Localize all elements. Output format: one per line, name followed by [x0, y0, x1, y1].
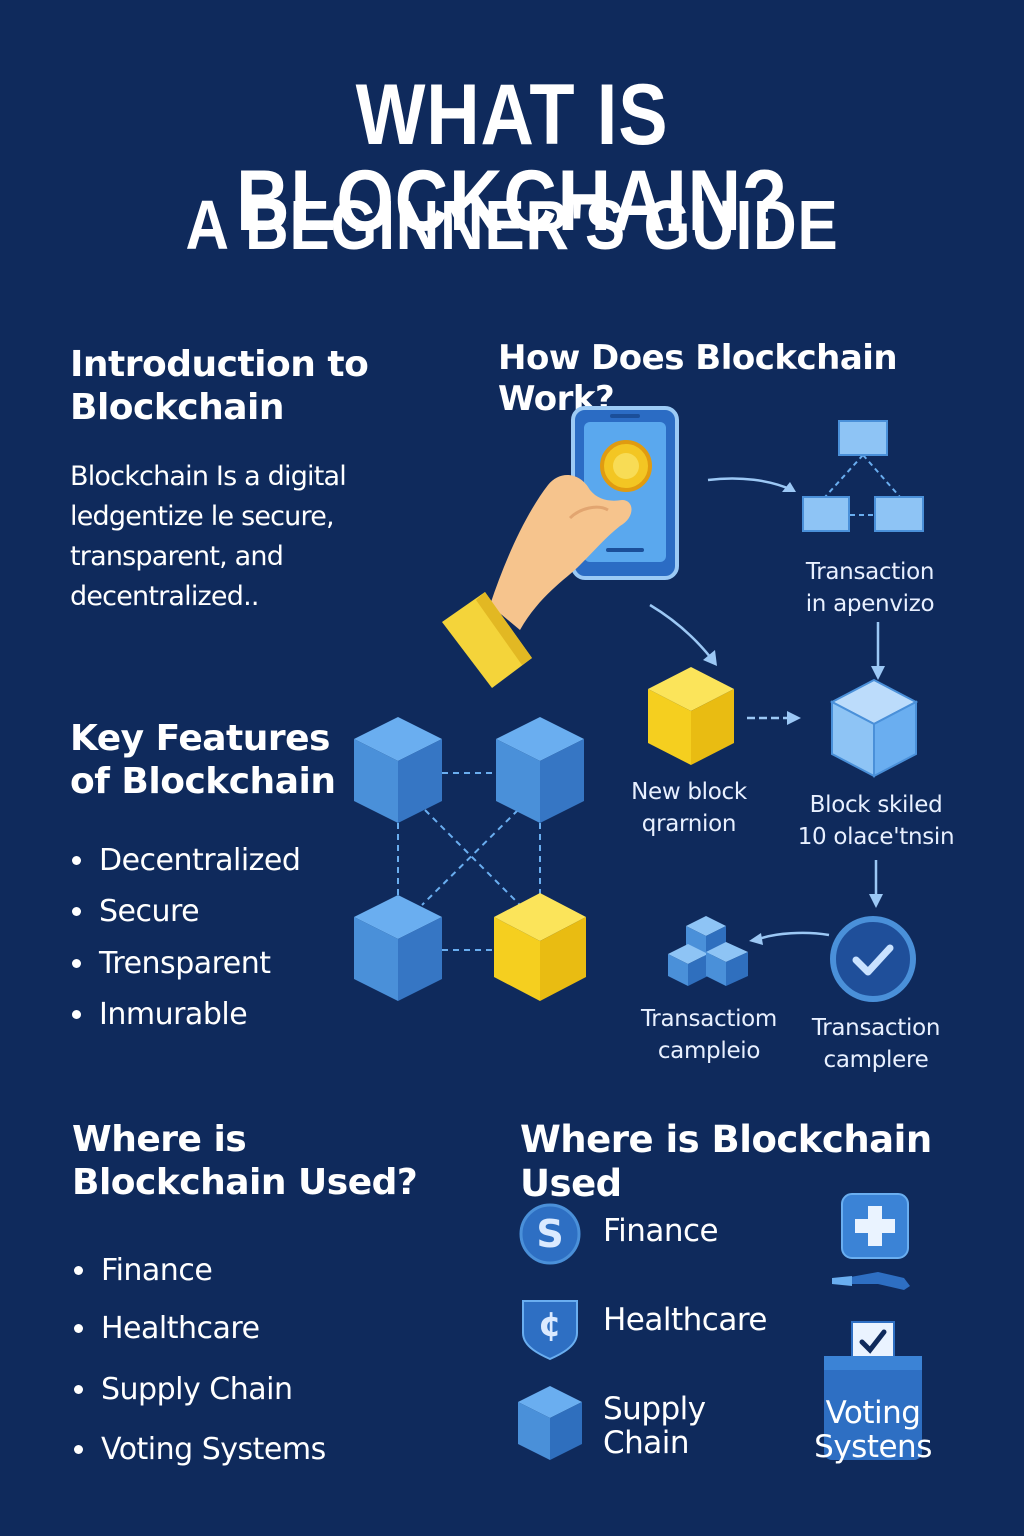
dollar-icon	[519, 1203, 581, 1265]
check-circle-icon	[830, 916, 916, 1002]
list-item: Voting Systems	[74, 1420, 326, 1478]
flow-label-line: 10 olace'tnsin	[797, 824, 955, 850]
cube-icon	[668, 916, 748, 986]
bullet-icon	[72, 1009, 81, 1019]
cube-icon	[354, 717, 442, 823]
features-heading-line1: Key Features	[70, 718, 330, 759]
arrow-icon	[871, 622, 885, 680]
flow-label-line: campleio	[657, 1038, 761, 1064]
flow-label-block-skiled: Block skiled 10 olace'tnsin	[785, 789, 967, 853]
list-item: Decentralized	[72, 835, 301, 885]
shield-icon	[522, 1300, 578, 1361]
flow-label-line: New block	[631, 779, 747, 805]
cube-icon	[518, 1386, 582, 1460]
arrow-icon	[747, 711, 801, 725]
where-left-heading-line1: Where is	[72, 1119, 247, 1160]
coin-icon	[600, 440, 652, 492]
flow-label-line: Block skiled	[809, 792, 943, 818]
list-item: Secure	[72, 885, 300, 937]
list-item: Supply Chain	[74, 1358, 326, 1420]
flow-label-tx-campleio: Transactiom campleio	[628, 1003, 790, 1067]
ballot-box-icon	[824, 1321, 922, 1460]
page-title: WHAT IS BLOCKCHAIN?	[236, 67, 788, 249]
list-item: Finance	[74, 1243, 326, 1298]
flow-label-line: Transactiom	[640, 1006, 778, 1032]
cube-icon	[354, 895, 442, 1001]
cube-network-icon	[354, 717, 586, 1001]
network-icon	[802, 420, 924, 532]
where-right-heading: Where is Blockchain Used	[520, 1118, 932, 1206]
cube-icon	[494, 893, 586, 1001]
use-label-voting: Voting Systens	[814, 1395, 932, 1465]
features-list: Decentralized Secure Trensparent Inmurab…	[72, 835, 301, 1039]
cube-icon	[648, 667, 734, 765]
where-left-heading: Where is Blockchain Used?	[72, 1118, 418, 1204]
intro-body-line: decentralized..	[70, 581, 259, 612]
flow-label-line: Transaction	[811, 1015, 941, 1041]
shield-glyph: ¢	[538, 1305, 562, 1345]
bullet-icon	[74, 1444, 83, 1454]
arrow-icon	[649, 603, 717, 666]
bullet-icon	[74, 1323, 83, 1333]
intro-body-line: ledgentize le secure,	[70, 501, 335, 532]
flow-label-tx-camplere: Transaction camplere	[798, 1012, 954, 1076]
where-left-list: Finance Healthcare Supply Chain Voting S…	[74, 1243, 326, 1478]
intro-heading-line1: Introduction to	[70, 344, 369, 385]
page-subtitle: A BEGINNER'S GUIDE	[185, 186, 839, 264]
flow-label-line: qrarnion	[641, 811, 737, 837]
bullet-icon	[74, 1384, 83, 1394]
cube-icon	[496, 717, 584, 823]
intro-body-line: transparent, and	[70, 541, 284, 572]
flow-label-line: camplere	[823, 1047, 929, 1073]
hand-phone-icon	[442, 406, 679, 688]
intro-heading: Introduction to Blockchain	[70, 343, 369, 429]
cube-icon	[829, 678, 919, 778]
medical-cross-icon	[832, 1193, 910, 1290]
use-label-healthcare: Healthcare	[603, 1302, 767, 1338]
dollar-glyph: S	[536, 1212, 564, 1256]
flow-label-line: Transaction	[805, 559, 935, 585]
arrow-icon	[707, 477, 796, 492]
use-label-supply-chain: Supply Chain	[603, 1391, 706, 1461]
list-item: Healthcare	[74, 1298, 326, 1358]
list-item: Trensparent	[72, 937, 300, 989]
use-label-finance: Finance	[603, 1213, 719, 1249]
arrow-icon	[869, 860, 883, 908]
flow-label-transaction: Transaction in apenvizo	[790, 556, 950, 620]
features-heading-line2: of Blockchain	[70, 761, 336, 803]
list-item: Inmurable	[72, 989, 300, 1039]
intro-body: Blockchain Is a digital ledgentize le se…	[70, 457, 400, 617]
intro-body-line: Blockchain Is a digital	[70, 461, 347, 492]
bullet-icon	[74, 1266, 83, 1275]
flow-label-line: in apenvizo	[805, 591, 935, 617]
bullet-icon	[72, 855, 81, 865]
bullet-icon	[72, 906, 81, 916]
how-heading: How Does Blockchain Work?	[498, 338, 898, 419]
where-left-heading-line2: Blockchain Used?	[72, 1162, 418, 1204]
flow-label-new-block: New block qrarnion	[615, 776, 763, 840]
intro-heading-line2: Blockchain	[70, 387, 285, 429]
arrow-icon	[749, 931, 830, 945]
features-heading: Key Features of Blockchain	[70, 717, 336, 803]
bullet-icon	[72, 958, 81, 968]
